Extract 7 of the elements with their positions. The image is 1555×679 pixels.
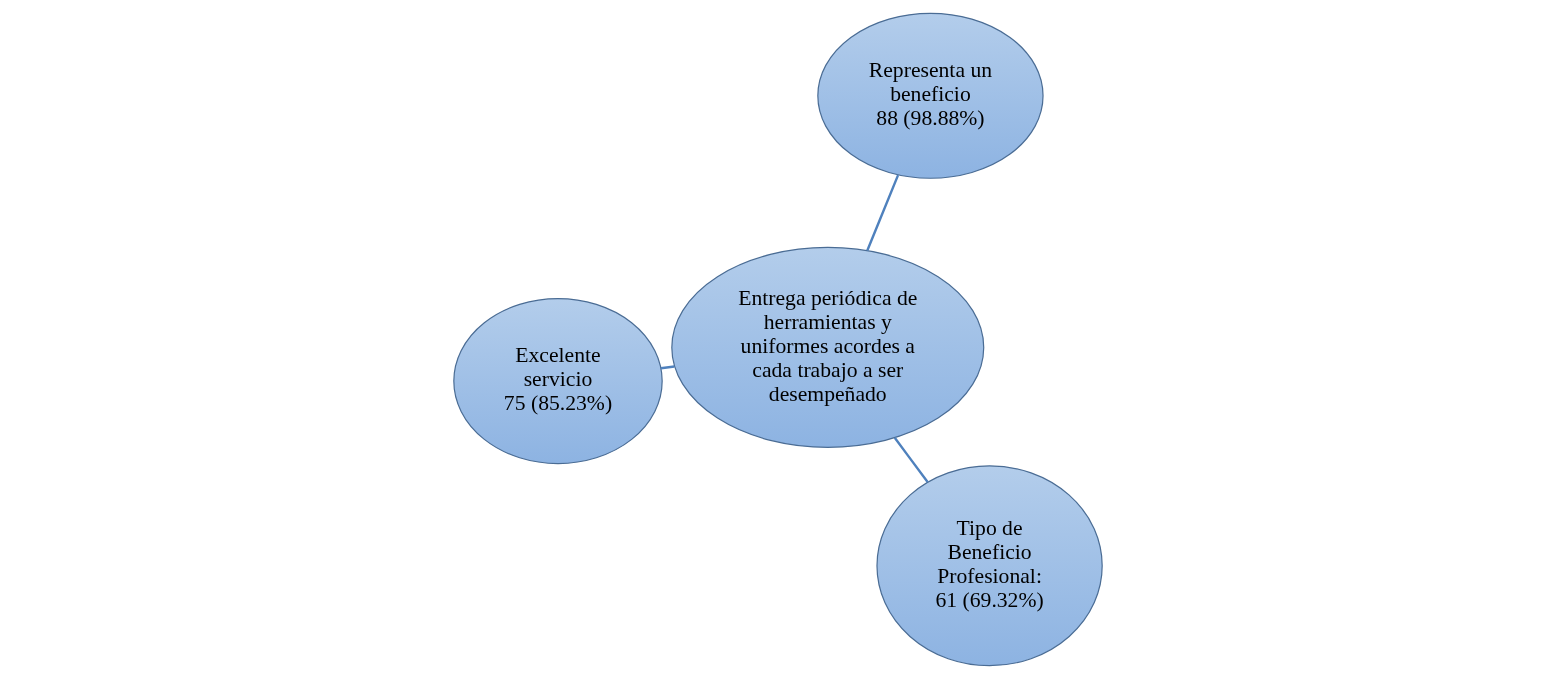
node-ellipse: Representa un beneficio 88 (98.88%): [816, 12, 1044, 179]
connector: [660, 365, 674, 370]
connector: [865, 174, 899, 251]
node-ellipse: Tipo de Beneficio Profesional: 61 (69.32%): [875, 465, 1103, 667]
connector: [893, 437, 929, 483]
node-ellipse: Entrega periódica de herramientas y uniformes acordes a cada trabajo a ser desempeñado: [670, 246, 984, 448]
node-ellipse: Excelente servicio 75 (85.23%): [452, 297, 663, 465]
